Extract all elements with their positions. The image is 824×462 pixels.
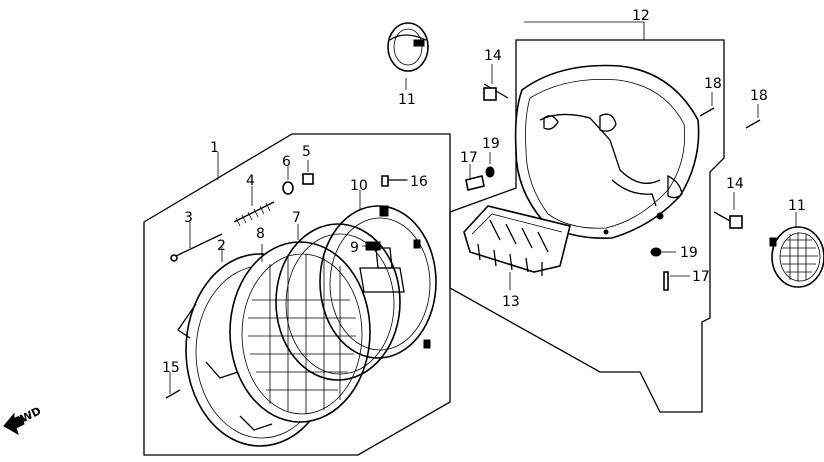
callout-15: 15 bbox=[162, 360, 180, 376]
bolt-right-part bbox=[713, 211, 743, 229]
callout-17-right: 17 bbox=[692, 269, 710, 285]
callout-16: 16 bbox=[410, 174, 428, 190]
callout-14-top: 14 bbox=[484, 48, 502, 64]
callout-3: 3 bbox=[184, 210, 193, 226]
callout-8: 8 bbox=[256, 226, 265, 242]
callout-18-a: 18 bbox=[704, 76, 722, 92]
callout-17-left: 17 bbox=[460, 150, 478, 166]
callout-5: 5 bbox=[302, 144, 311, 160]
fwd-arrow-icon bbox=[3, 412, 25, 436]
callout-12: 12 bbox=[632, 8, 650, 24]
screw-16-part bbox=[381, 175, 406, 187]
clip-part bbox=[365, 241, 381, 251]
grommet-19b-part bbox=[650, 247, 662, 257]
headlight-case-part bbox=[514, 64, 700, 239]
spring-part bbox=[233, 201, 275, 227]
callout-2: 2 bbox=[217, 238, 226, 254]
bolt-17-right-part bbox=[663, 271, 669, 291]
adjusting-screw-part bbox=[170, 233, 223, 262]
callout-19-left: 19 bbox=[482, 136, 500, 152]
callout-1: 1 bbox=[210, 140, 219, 156]
callout-9: 9 bbox=[350, 240, 359, 256]
callout-4: 4 bbox=[246, 173, 255, 189]
callout-7: 7 bbox=[292, 210, 301, 226]
bolt-17-left-part bbox=[465, 175, 485, 191]
callout-13: 13 bbox=[502, 294, 520, 310]
grommet-19a-part bbox=[485, 166, 495, 178]
callout-11-top: 11 bbox=[398, 92, 416, 108]
fwd-direction-indicator: FWD bbox=[3, 404, 44, 436]
headlight-assembly-outline bbox=[143, 133, 451, 456]
leader-lines bbox=[169, 21, 797, 394]
bolt-18a-part bbox=[699, 107, 715, 117]
callout-6: 6 bbox=[282, 154, 291, 170]
callout-14-right: 14 bbox=[726, 176, 744, 192]
reflector-top-part bbox=[387, 22, 429, 72]
callout-19-right: 19 bbox=[680, 245, 698, 261]
bolt-top-part bbox=[483, 83, 509, 101]
mounting-ring-part bbox=[275, 223, 401, 381]
washer-part bbox=[282, 181, 294, 195]
bolt-18b-part bbox=[745, 119, 761, 129]
connector-block-part bbox=[463, 205, 571, 276]
nut-part bbox=[302, 173, 314, 185]
side-reflector-part bbox=[769, 226, 824, 288]
bulb-holder-part bbox=[319, 205, 437, 359]
callout-10: 10 bbox=[350, 178, 368, 194]
fwd-label: FWD bbox=[12, 404, 44, 428]
callout-18-b: 18 bbox=[750, 88, 768, 104]
callout-11-right: 11 bbox=[788, 198, 806, 214]
callout-labels: 1 2 3 4 5 6 7 8 9 10 11 11 12 13 14 14 1… bbox=[162, 8, 806, 376]
screw-part bbox=[165, 389, 181, 399]
sealed-beam-part bbox=[229, 241, 371, 423]
